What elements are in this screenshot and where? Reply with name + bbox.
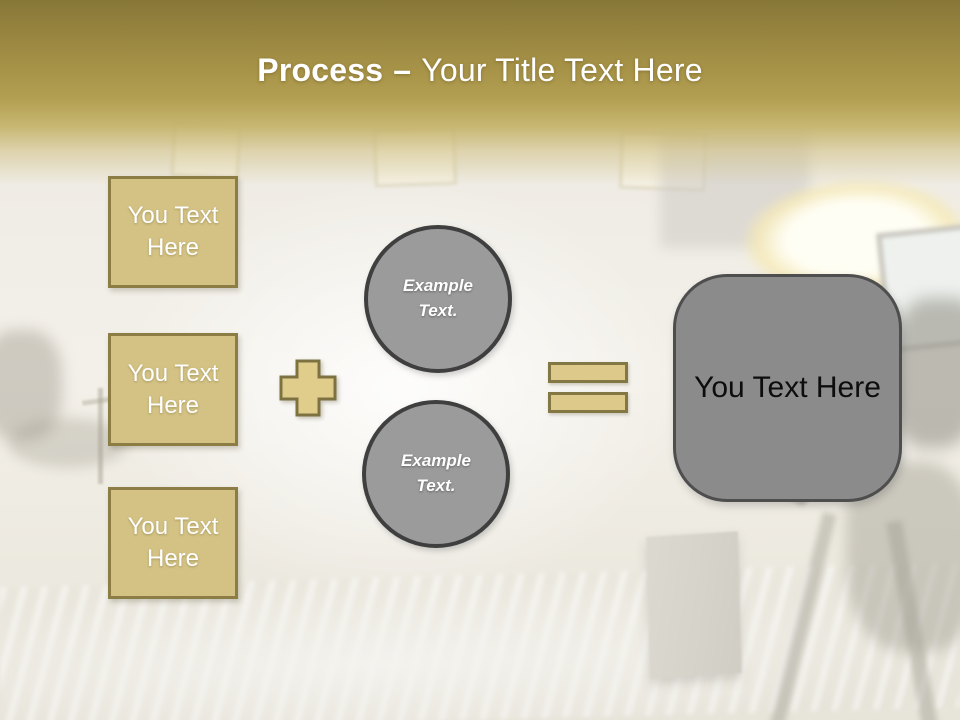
input-box-1: You Text Here [108, 176, 238, 288]
title-emphasis: Process [257, 52, 384, 88]
input-box-1-label: You Text Here [127, 202, 219, 261]
example-circle-1: Example Text. [364, 225, 512, 373]
plus-icon [278, 358, 338, 418]
result-box: You Text Here [673, 274, 902, 502]
input-box-2-label: You Text Here [127, 359, 219, 419]
equals-bar-top [548, 362, 628, 383]
example-circle-1-label: Example Text. [403, 276, 473, 320]
title-rest: Your Title Text Here [421, 52, 703, 88]
page-title: Process–Your Title Text Here [0, 52, 960, 89]
result-box-label: You Text Here [694, 371, 881, 404]
input-box-2: You Text Here [108, 333, 238, 446]
input-box-3-label: You Text Here [127, 513, 219, 572]
example-circle-2-label: Example Text. [401, 451, 471, 495]
light-stand [98, 388, 103, 484]
input-box-3: You Text Here [108, 487, 238, 599]
camera-silhouette [892, 298, 960, 448]
background-equipment [0, 330, 62, 440]
speaker-box [646, 531, 742, 679]
equals-icon [548, 362, 628, 413]
title-separator: – [393, 52, 412, 88]
gold-header-band [0, 0, 960, 185]
example-circle-2: Example Text. [362, 400, 510, 548]
equals-bar-bottom [548, 392, 628, 413]
